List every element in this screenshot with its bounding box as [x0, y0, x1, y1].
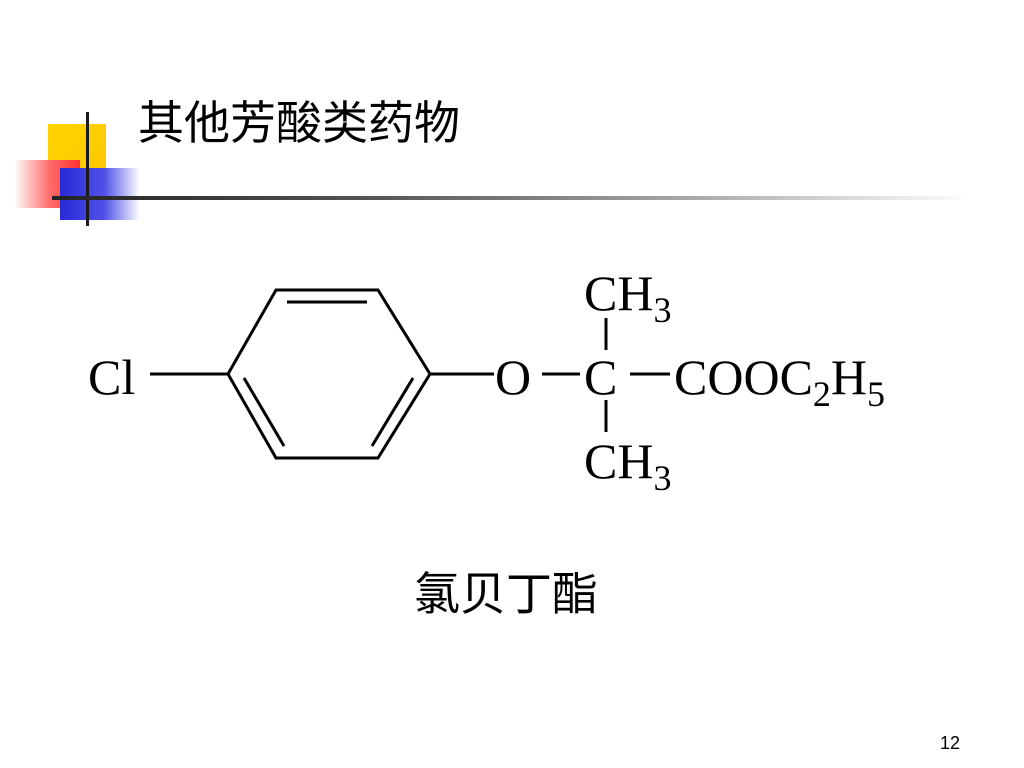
ester-sub2: 5 — [867, 374, 885, 414]
methyl-bottom-base: CH — [584, 433, 653, 489]
benzene-ring — [226, 288, 432, 460]
compound-name: 氯贝丁酯 — [414, 567, 598, 621]
ester-sub1: 2 — [813, 374, 831, 414]
methyl-top: CH3 — [584, 265, 671, 330]
decor-blue-square — [60, 168, 140, 220]
methyl-bottom-sub: 3 — [653, 458, 671, 498]
methyl-top-sub: 3 — [653, 290, 671, 330]
ester-group: COOC2H5 — [674, 349, 885, 414]
title-underline — [52, 196, 972, 200]
methyl-top-base: CH — [584, 265, 653, 321]
atom-chlorine: Cl — [88, 349, 135, 405]
page-number: 12 — [940, 733, 961, 753]
ester-part2: H — [831, 349, 867, 405]
ring-double-bond-right — [370, 377, 415, 447]
atom-carbon: C — [584, 349, 617, 405]
ester-part1: COOC — [674, 349, 813, 405]
slide-title: 其他芳酸类药物 — [138, 96, 460, 150]
methyl-bottom: CH3 — [584, 433, 671, 498]
ring-double-bond-left — [242, 377, 286, 447]
decor-vertical-line — [86, 112, 89, 226]
atom-oxygen: O — [495, 349, 531, 405]
